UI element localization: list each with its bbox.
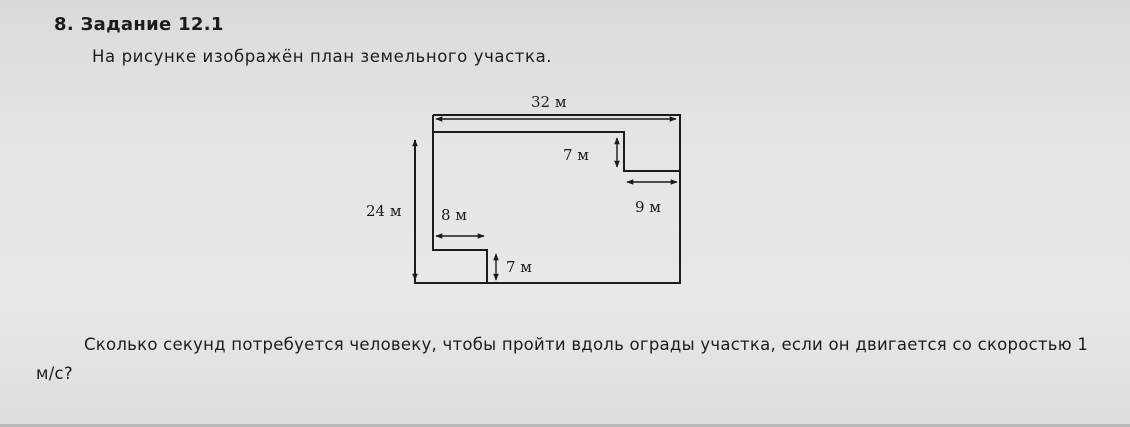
bottom-left-step-width-label: 8 м bbox=[441, 206, 467, 224]
land-plot-diagram: 32 м 24 м 7 м 9 м 8 м 7 м bbox=[366, 93, 681, 284]
task-heading: 8. Задание 12.1 bbox=[54, 14, 224, 35]
task-question-text: Сколько секунд потребуется человеку, что… bbox=[36, 335, 1089, 383]
bottom-left-step-height-label: 7 м bbox=[506, 258, 532, 276]
top-right-step-width-label: 9 м bbox=[635, 198, 661, 216]
task-question: Сколько секунд потребуется человеку, что… bbox=[36, 330, 1096, 388]
top-right-step-height-label: 7 м bbox=[563, 146, 589, 164]
page-bottom-edge bbox=[0, 424, 1130, 427]
top-width-label: 32 м bbox=[531, 93, 567, 111]
left-height-label: 24 м bbox=[366, 202, 402, 220]
plot-outline bbox=[433, 131, 680, 172]
plot-outline-left bbox=[432, 115, 488, 283]
task-intro: На рисунке изображён план земельного уча… bbox=[92, 47, 553, 66]
